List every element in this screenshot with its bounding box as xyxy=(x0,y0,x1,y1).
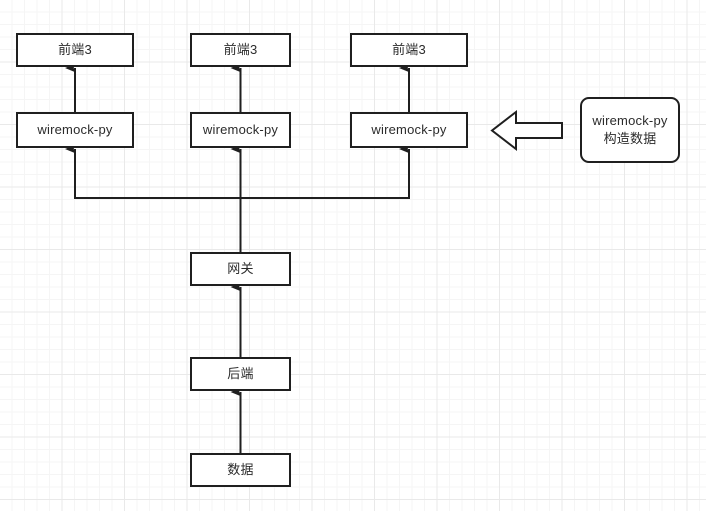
node-callout-wiremock-py[interactable]: wiremock-py 构造数据 xyxy=(580,97,680,163)
edge-bus-to-wiremock-left xyxy=(65,144,241,199)
node-frontend-left-label: 前端3 xyxy=(58,42,92,58)
node-frontend-right[interactable]: 前端3 xyxy=(350,33,468,67)
node-wiremock-left-label: wiremock-py xyxy=(37,122,113,138)
node-gateway-label: 网关 xyxy=(227,261,254,277)
node-frontend-right-label: 前端3 xyxy=(392,42,426,58)
callout-block-arrow-left-icon xyxy=(490,109,563,152)
node-wiremock-right-label: wiremock-py xyxy=(371,122,447,138)
node-wiremock-center[interactable]: wiremock-py xyxy=(190,112,291,148)
node-wiremock-right[interactable]: wiremock-py xyxy=(350,112,468,148)
node-backend[interactable]: 后端 xyxy=(190,357,291,391)
node-frontend-center[interactable]: 前端3 xyxy=(190,33,291,67)
node-frontend-left[interactable]: 前端3 xyxy=(16,33,134,67)
node-data[interactable]: 数据 xyxy=(190,453,291,487)
node-gateway[interactable]: 网关 xyxy=(190,252,291,286)
node-data-label: 数据 xyxy=(227,462,254,478)
node-wiremock-left[interactable]: wiremock-py xyxy=(16,112,134,148)
node-frontend-center-label: 前端3 xyxy=(223,42,258,58)
node-wiremock-center-label: wiremock-py xyxy=(202,122,279,138)
node-backend-label: 后端 xyxy=(227,366,254,382)
node-callout-label: wiremock-py 构造数据 xyxy=(592,113,668,146)
edge-bus-to-wiremock-right xyxy=(240,144,410,199)
